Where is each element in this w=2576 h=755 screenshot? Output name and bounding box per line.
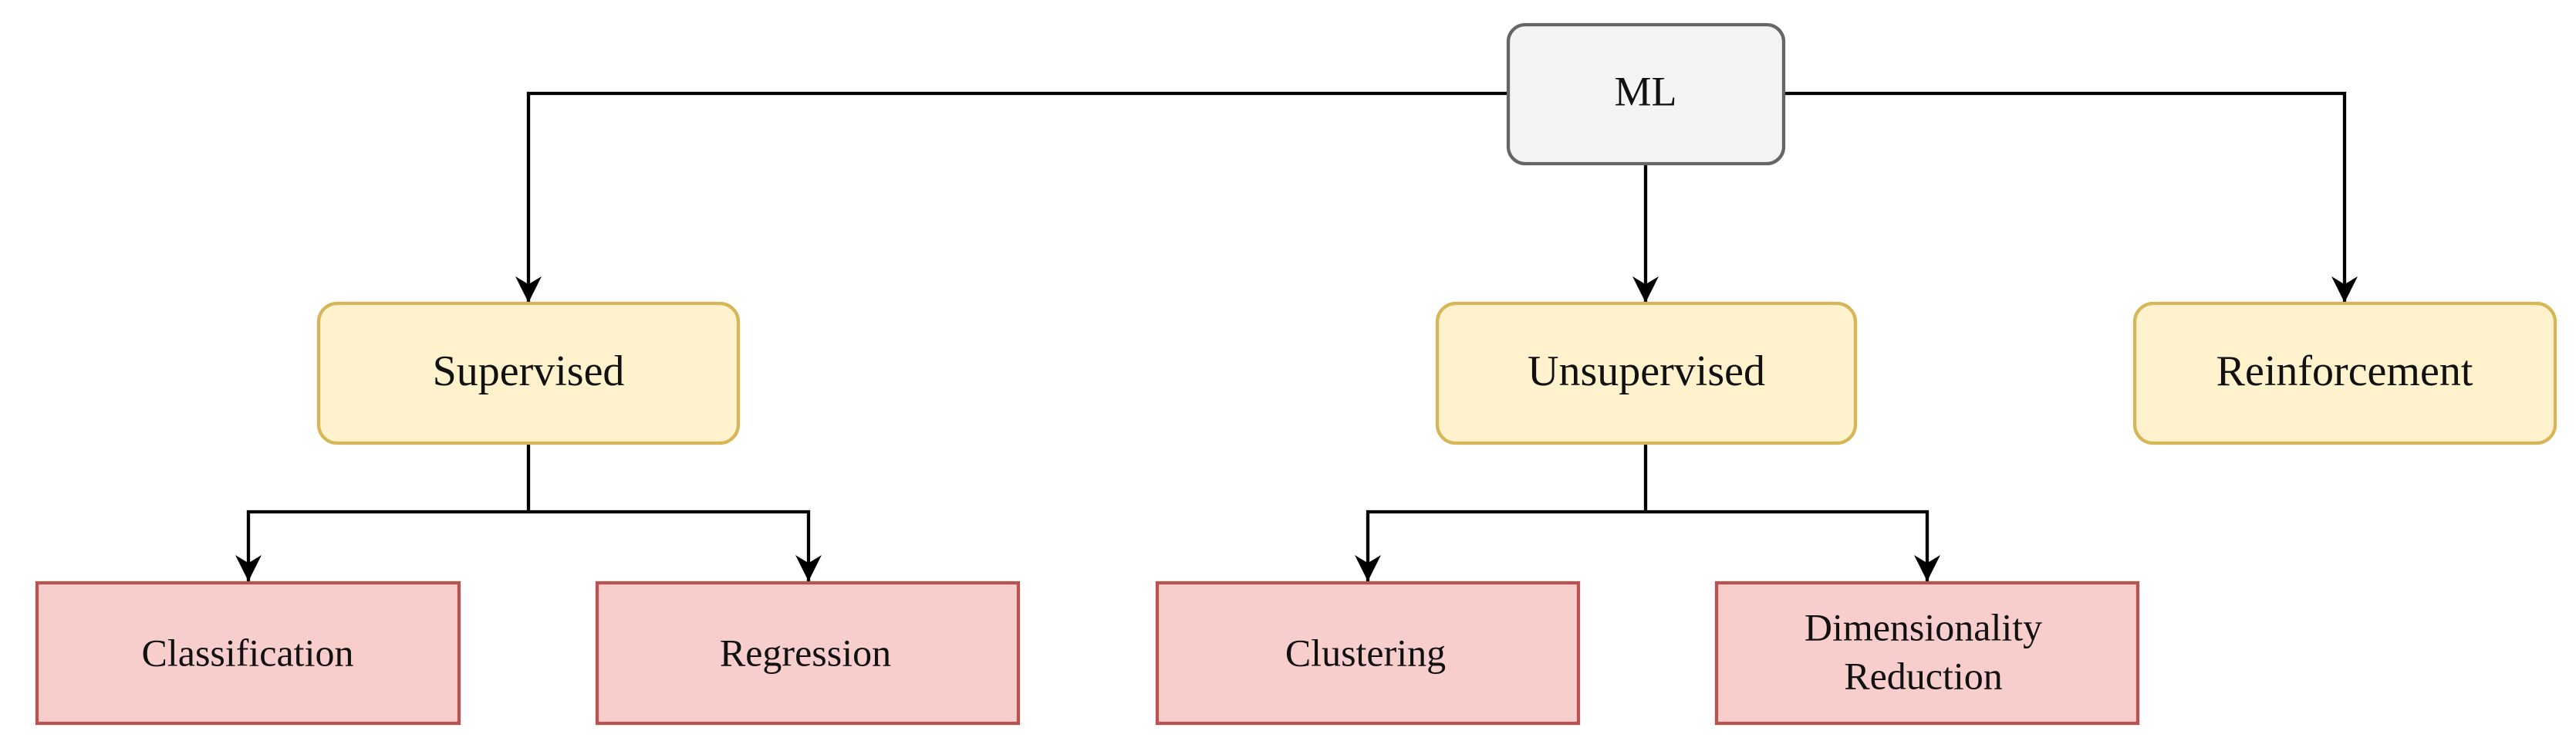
node-clustering-box xyxy=(1155,581,1581,726)
node-supervised: Supervised xyxy=(316,301,741,445)
node-dimensionality-reduction-label-line1: Dimensionality xyxy=(1805,605,2042,648)
connector-supervised-to-regression xyxy=(528,510,822,581)
node-unsupervised-box xyxy=(1435,301,1858,445)
node-classification-label: Classification xyxy=(142,631,354,674)
node-clustering-label: Clustering xyxy=(1285,631,1446,674)
node-dimensionality-reduction-label-line2: Reduction xyxy=(1844,654,2003,697)
connector-supervised-to-classification xyxy=(235,510,528,581)
node-dimensionality-reduction: Dimensionality Reduction xyxy=(1714,581,2140,726)
node-reinforcement-label: Reinforcement xyxy=(2216,347,2473,395)
node-regression-box xyxy=(595,581,1021,726)
node-ml-label: ML xyxy=(1615,68,1677,114)
node-supervised-label: Supervised xyxy=(433,347,625,395)
node-reinforcement-box xyxy=(2132,301,2557,445)
connector-unsupervised-to-dimensionality-reduction xyxy=(1646,510,1940,581)
node-ml: ML xyxy=(1506,22,1786,166)
node-dimensionality-reduction-box xyxy=(1714,581,2140,726)
node-unsupervised-label: Unsupervised xyxy=(1528,347,1765,395)
node-ml-box xyxy=(1506,22,1786,166)
node-unsupervised: Unsupervised xyxy=(1435,301,1858,445)
node-classification-box xyxy=(35,581,461,726)
node-clustering: Clustering xyxy=(1155,581,1581,726)
node-regression-label: Regression xyxy=(720,631,891,674)
node-supervised-box xyxy=(316,301,741,445)
connector-ml-to-supervised xyxy=(515,91,1508,303)
connector-ml-to-reinforcement xyxy=(1784,91,2358,303)
connector-unsupervised-to-clustering xyxy=(1355,510,1646,581)
node-regression: Regression xyxy=(595,581,1021,726)
node-reinforcement: Reinforcement xyxy=(2132,301,2557,445)
node-classification: Classification xyxy=(35,581,461,726)
